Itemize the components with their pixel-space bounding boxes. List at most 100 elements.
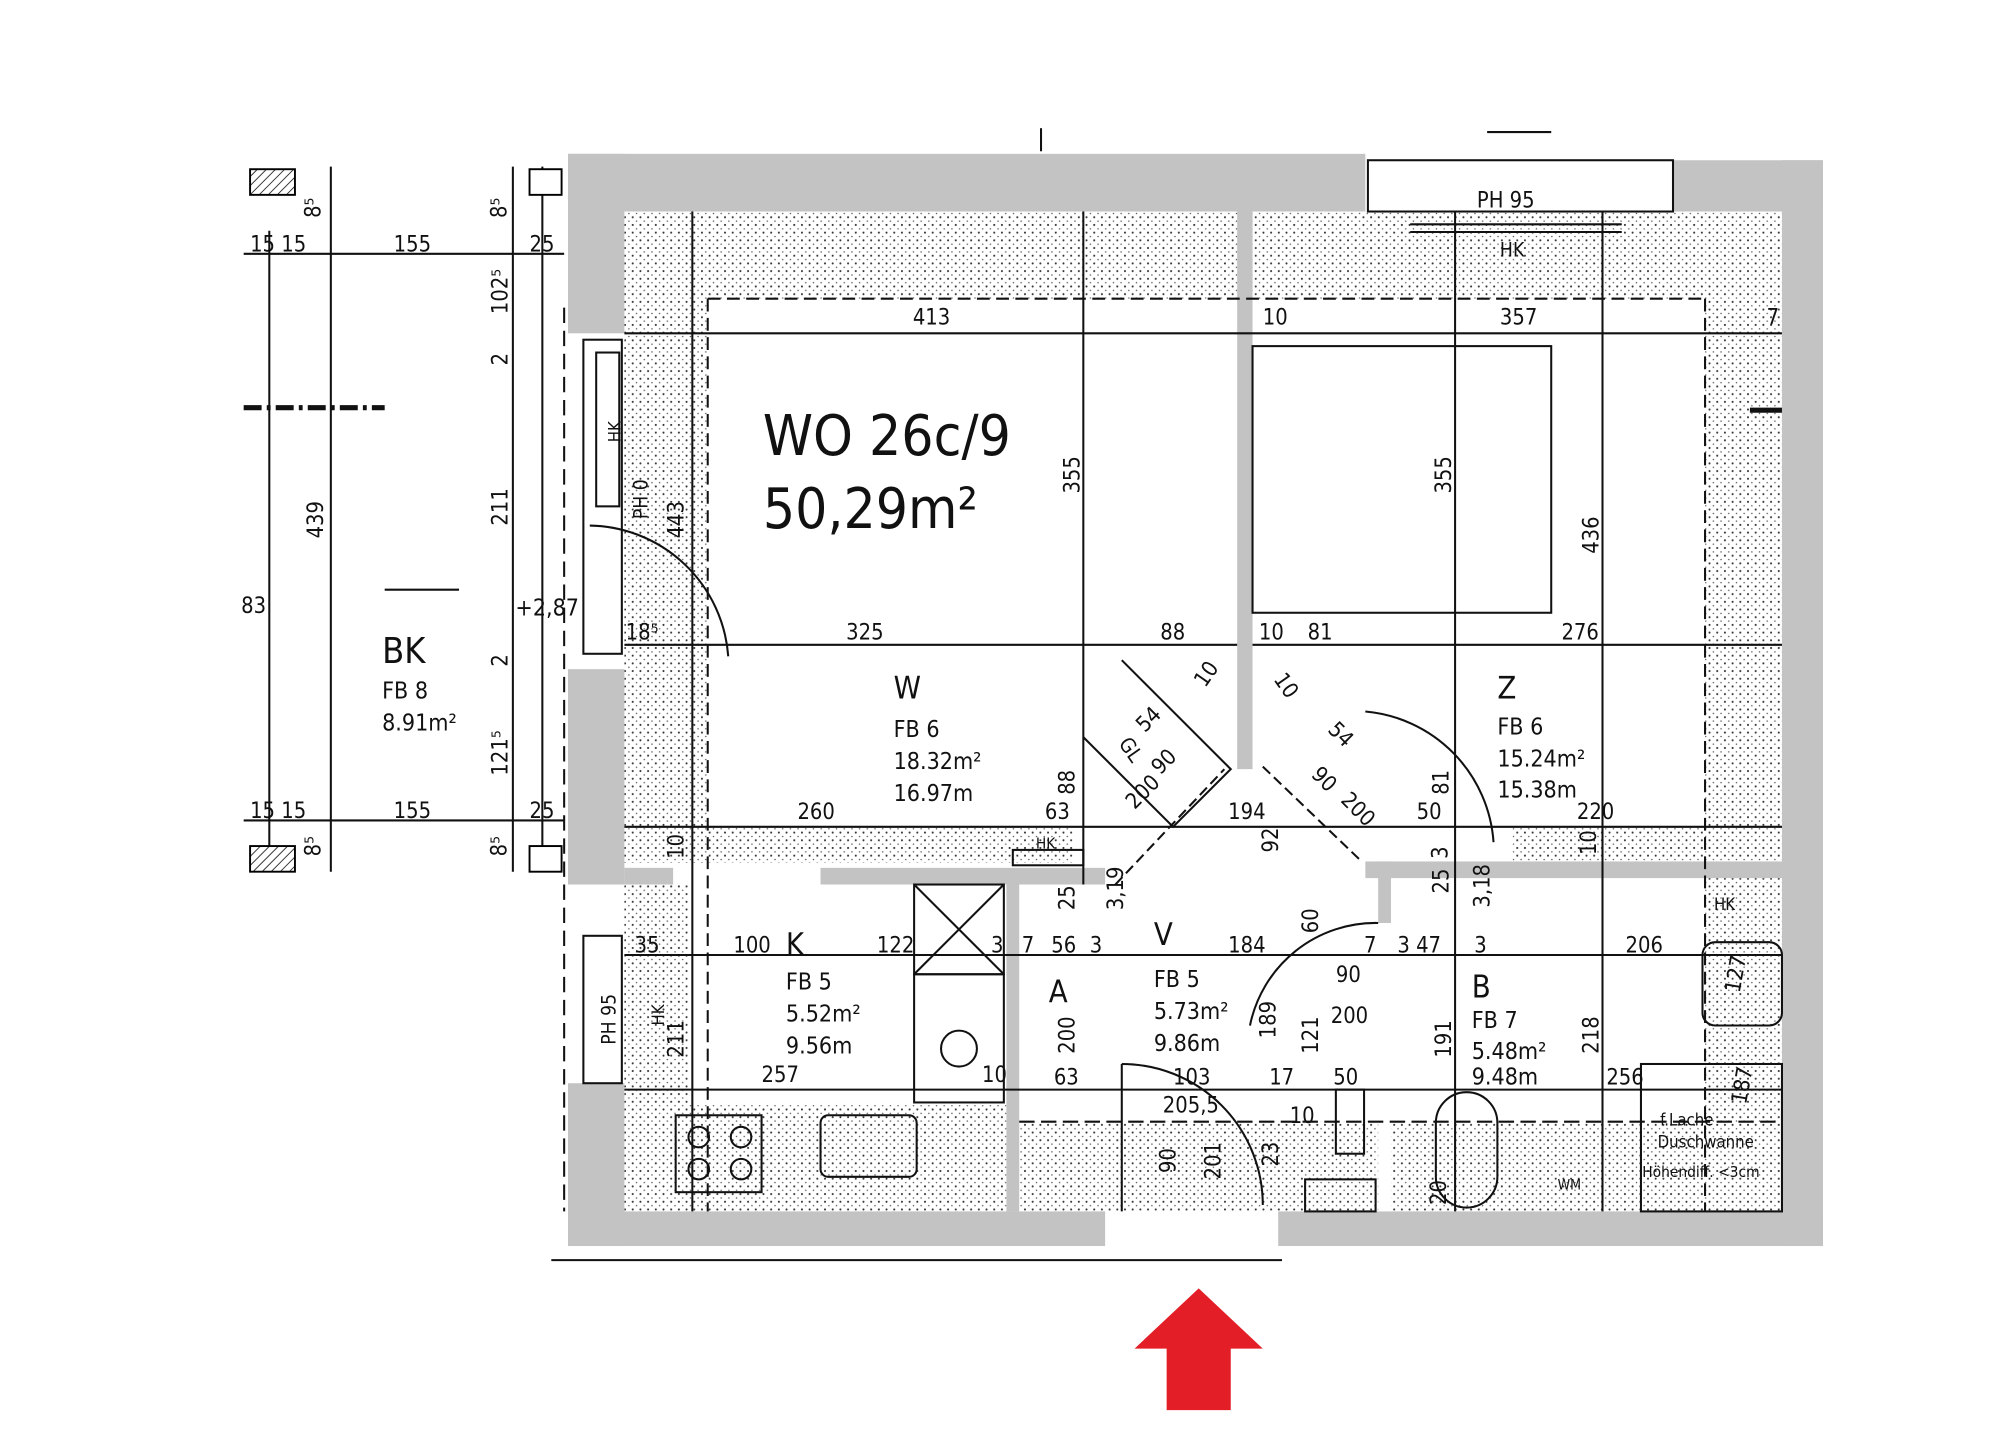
dimension-label: 206 bbox=[1626, 933, 1663, 958]
note: PH 95 bbox=[1477, 189, 1535, 214]
dimension-label: 7 bbox=[1364, 933, 1376, 958]
dimension-label: 54 bbox=[1131, 702, 1166, 737]
dimension-label: 81 bbox=[1430, 770, 1455, 795]
dimension-label: 218 bbox=[1580, 1016, 1605, 1053]
dimension-label: 60 bbox=[1299, 908, 1324, 933]
dimension-label: 3 bbox=[1474, 933, 1486, 958]
dimension-label: 122 bbox=[877, 933, 914, 958]
dimension-label: 200 bbox=[1331, 1004, 1368, 1029]
room-code: W bbox=[894, 671, 921, 707]
dimension-label: 211 bbox=[664, 1020, 689, 1057]
dimension-label: 90 bbox=[1157, 1148, 1182, 1173]
dimension-label: 3 bbox=[991, 933, 1003, 958]
dimension-label: 56 bbox=[1051, 933, 1076, 958]
dimension-label: 8⁵ bbox=[302, 836, 327, 856]
dimension-label: 88 bbox=[1055, 770, 1080, 795]
dimension-label: 10 bbox=[1263, 305, 1288, 330]
dimension-label: 443 bbox=[664, 501, 689, 538]
dimension-label: 17 bbox=[1269, 1065, 1294, 1090]
dimension-label: 81 bbox=[1308, 621, 1333, 646]
note: PH 95 bbox=[597, 994, 620, 1045]
walls bbox=[567, 153, 1823, 1247]
level-label: +2,87 bbox=[515, 595, 579, 621]
dimension-label: 25 bbox=[530, 232, 555, 257]
dimension-label: 194 bbox=[1228, 800, 1265, 825]
balcony-posts bbox=[249, 168, 563, 873]
room-fb: FB 5 bbox=[1154, 967, 1200, 993]
dimension-label: 7 bbox=[1022, 933, 1034, 958]
dimension-label: 92 bbox=[1259, 828, 1284, 853]
dimension-label: 155 bbox=[394, 799, 431, 824]
room-fb: FB 6 bbox=[1497, 715, 1543, 741]
dimension-label: 2 bbox=[489, 353, 514, 365]
dimension-label: 10 bbox=[664, 834, 689, 859]
room-area: 5.48m² bbox=[1472, 1039, 1547, 1065]
room-perimeter: 9.56m bbox=[786, 1034, 852, 1060]
room-code: A bbox=[1049, 974, 1068, 1010]
heater-label: HK bbox=[606, 420, 625, 442]
dimension-label: 18⁵ bbox=[626, 621, 659, 646]
dimension-label: 357 bbox=[1500, 305, 1537, 330]
room-fb: FB 6 bbox=[894, 717, 940, 743]
note: f.Lache bbox=[1660, 1111, 1713, 1130]
note: WM bbox=[1558, 1178, 1581, 1194]
dimension-label: 90 bbox=[1147, 744, 1182, 779]
dimension-label: 83 bbox=[241, 594, 266, 619]
note: Duschwanne bbox=[1658, 1132, 1754, 1151]
dimension-label: 325 bbox=[846, 621, 883, 646]
room-fb: FB 8 bbox=[382, 679, 428, 705]
dimension-label: 100 bbox=[733, 933, 770, 958]
room-area: 8.91m² bbox=[382, 711, 457, 737]
dimension-label: 201 bbox=[1201, 1142, 1226, 1179]
dimension-label: 355 bbox=[1060, 456, 1085, 493]
dimension-label: 54 bbox=[1323, 717, 1358, 752]
dimension-label: 102⁵ bbox=[489, 269, 514, 314]
dimension-label: 200 bbox=[1055, 1016, 1080, 1053]
room-code: Z bbox=[1497, 671, 1516, 707]
dimension-label: 413 bbox=[913, 305, 950, 330]
dimension-label: 8⁵ bbox=[487, 836, 512, 856]
room-area: 15.24m² bbox=[1497, 747, 1585, 773]
dimension-label: 10 bbox=[1190, 657, 1225, 692]
dimension-label: 256 bbox=[1606, 1065, 1643, 1090]
dimension-label: 90 bbox=[1306, 762, 1341, 797]
room-perimeter: 15.38m bbox=[1497, 777, 1577, 803]
note: PH 0 bbox=[629, 479, 652, 519]
dimension-label: 3 bbox=[1428, 846, 1453, 858]
room-code: V bbox=[1154, 917, 1173, 953]
heater-label: HK bbox=[649, 1003, 668, 1025]
dimension-label: 220 bbox=[1577, 800, 1614, 825]
room-code: K bbox=[786, 927, 805, 963]
dimension-label: 436 bbox=[1580, 516, 1605, 553]
room-area: 5.73m² bbox=[1154, 999, 1229, 1025]
room-code: B bbox=[1472, 969, 1491, 1005]
dimension-label: 8⁵ bbox=[487, 198, 512, 218]
room-fb: FB 7 bbox=[1472, 1008, 1518, 1034]
dimension-label: 184 bbox=[1228, 933, 1265, 958]
room-perimeter: 9.48m bbox=[1472, 1065, 1538, 1091]
room-code: BK bbox=[382, 631, 426, 672]
dimension-label: 50 bbox=[1333, 1065, 1358, 1090]
dimension-label: 439 bbox=[304, 501, 329, 538]
dimension-label: 191 bbox=[1432, 1020, 1457, 1057]
dimension-label: 25 bbox=[530, 799, 555, 824]
apartment-area: 50,29m² bbox=[763, 477, 978, 542]
room-area: 5.52m² bbox=[786, 1002, 861, 1028]
dimension-label: 63 bbox=[1045, 800, 1070, 825]
dimension-label: 200 bbox=[1121, 770, 1165, 814]
floor-hatching bbox=[624, 211, 1782, 1212]
room-area: 18.32m² bbox=[894, 749, 982, 775]
room-perimeter: 9.86m bbox=[1154, 1031, 1220, 1057]
dimension-label: 63 bbox=[1054, 1065, 1079, 1090]
dimension-label: 10 bbox=[982, 1063, 1007, 1088]
dimension-label: 257 bbox=[762, 1063, 799, 1088]
dimension-label: 2 bbox=[489, 654, 514, 666]
dimension-label: 205,5 bbox=[1163, 1094, 1219, 1119]
dimension-label: 25 bbox=[1430, 869, 1455, 894]
dimension-label: 90 bbox=[1336, 963, 1361, 988]
dimension-label: 3 bbox=[1090, 933, 1102, 958]
dimension-label: 15 15 bbox=[250, 232, 306, 257]
dimension-label: 121⁵ bbox=[489, 730, 514, 775]
apartment-id: WO 26c/9 bbox=[763, 404, 1011, 469]
dimension-label: 8⁵ bbox=[302, 198, 327, 218]
